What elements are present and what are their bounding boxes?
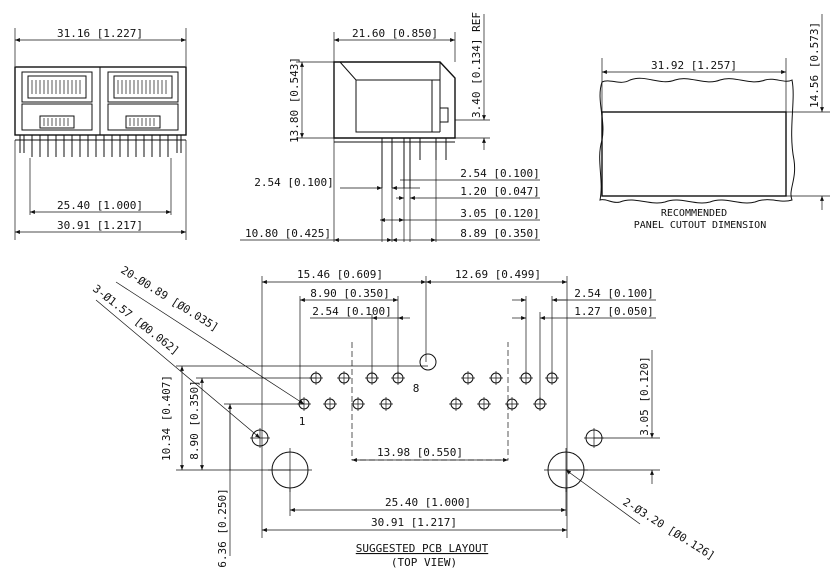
side-dim-889: 8.89 [0.350] — [460, 227, 539, 240]
pcb-dim-127: 1.27 [0.050] — [574, 305, 653, 318]
pcb-dim-3091: 30.91 [1.217] — [371, 516, 457, 529]
signal-hole — [449, 397, 463, 411]
locator-hole — [419, 353, 437, 371]
side-dim-top: 21.60 [0.850] — [352, 27, 438, 40]
signal-hole — [489, 371, 503, 385]
side-dim-ref: 3.40 [0.134] REF — [470, 12, 483, 118]
callout-2-holes: 2-Ø3.20 [Ø0.126] — [620, 496, 717, 563]
pcb-dim-305-right: 3.05 [0.120] — [638, 356, 651, 435]
signal-hole — [545, 371, 559, 385]
footprint-outline — [351, 342, 509, 461]
cutout-caption-2: PANEL CUTOUT DIMENSION — [634, 220, 766, 231]
pcb-dim-2540: 25.40 [1.000] — [385, 496, 471, 509]
signal-hole — [391, 371, 405, 385]
port-left — [21, 71, 93, 131]
front-view: 31.16 [1.227] 25. — [14, 27, 187, 240]
signal-hole — [519, 371, 533, 385]
signal-hole — [337, 371, 351, 385]
signal-hole — [505, 397, 519, 411]
side-dim-height: 13.80 [0.543] — [288, 57, 301, 143]
signal-hole — [379, 397, 393, 411]
pcb-dim-890-top: 8.90 [0.350] — [310, 287, 389, 300]
side-body — [333, 61, 456, 139]
side-view: 21.60 [0.850] 13.80 [0.543] 3.40 [0.134]… — [240, 12, 540, 242]
pcb-dim-1034: 10.34 [0.407] — [160, 375, 173, 461]
pin-8-label: 8 — [413, 382, 420, 395]
pcb-dim-1546: 15.46 [0.609] — [297, 268, 383, 281]
side-dim-254: 2.54 [0.100] — [460, 167, 539, 180]
signal-hole — [533, 397, 547, 411]
pcb-dim-890-left: 8.90 [0.350] — [188, 380, 201, 459]
signal-hole — [365, 371, 379, 385]
front-dim-top: 31.16 [1.227] — [57, 27, 143, 40]
cutout-caption-1: RECOMMENDED — [661, 208, 727, 219]
pcb-caption-2: (TOP VIEW) — [391, 556, 457, 569]
side-dim-305: 3.05 [0.120] — [460, 207, 539, 220]
port-right — [107, 71, 179, 131]
signal-hole — [351, 397, 365, 411]
front-dim-pins: 25.40 [1.000] — [57, 199, 143, 212]
pcb-dim-254-right: 2.54 [0.100] — [574, 287, 653, 300]
pcb-dim-254-top: 2.54 [0.100] — [312, 305, 391, 318]
cutout-rect — [601, 111, 787, 197]
signal-hole — [323, 397, 337, 411]
front-pins — [15, 135, 186, 157]
cutout-dim-width: 31.92 [1.257] — [651, 59, 737, 72]
panel-outline — [599, 77, 796, 204]
signal-hole — [477, 397, 491, 411]
pcb-caption-1: SUGGESTED PCB LAYOUT — [356, 542, 489, 555]
side-pins — [334, 138, 455, 188]
side-dim-120: 1.20 [0.047] — [460, 185, 539, 198]
pcb-layout-view: 15.46 [0.609] 12.69 [0.499] 8.90 [0.350]… — [90, 264, 717, 569]
signal-hole — [461, 371, 475, 385]
front-dim-bottom: 30.91 [1.217] — [57, 219, 143, 232]
pin-1-label: 1 — [299, 415, 306, 428]
side-dim-left-254: 2.54 [0.100] — [254, 176, 333, 189]
pcb-dim-1269: 12.69 [0.499] — [455, 268, 541, 281]
side-dim-1080: 10.80 [0.425] — [245, 227, 331, 240]
panel-cutout-view: 31.92 [1.257] 14.56 [0.573] RECOMMENDED … — [599, 14, 830, 231]
pcb-dim-636: 6.36 [0.250] — [216, 488, 229, 567]
pcb-dim-1398: 13.98 [0.550] — [377, 446, 463, 459]
cutout-dim-height: 14.56 [0.573] — [808, 22, 821, 108]
